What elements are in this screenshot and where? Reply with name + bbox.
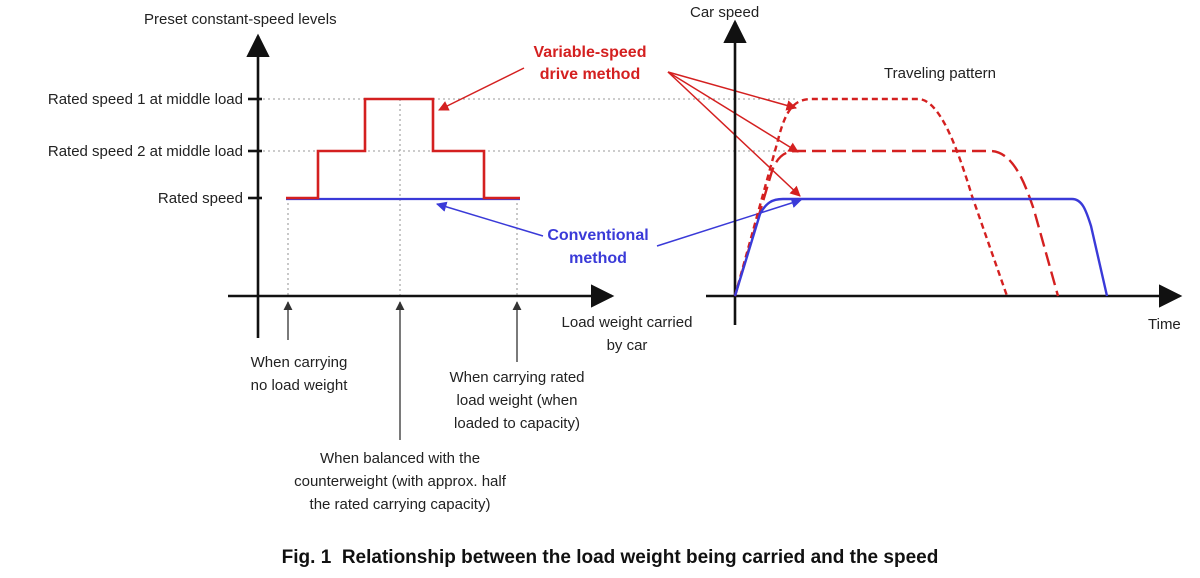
rated-load-label-line-1: When carrying rated xyxy=(449,369,584,386)
balanced-label-line-1: When balanced with the xyxy=(320,450,480,467)
variable-arrow-left-step xyxy=(438,67,525,111)
x-axis-label-line-1: Load weight carried xyxy=(562,314,693,331)
variable-arrow-pattern-1 xyxy=(667,71,798,111)
conventional-label-line-2: method xyxy=(569,250,627,267)
rated-load-label-line-2: load weight (when xyxy=(457,392,578,409)
conventional-arrow-left xyxy=(435,201,544,237)
right-y-axis-label: Car speed xyxy=(690,4,759,21)
variable-speed-step-line xyxy=(286,97,520,200)
traveling-pattern-label: Traveling pattern xyxy=(884,65,996,82)
conventional-label-line-1: Conventional xyxy=(547,227,648,244)
left-diagram: Preset constant-speed levels Rated speed… xyxy=(48,11,795,513)
conventional-arrow-right xyxy=(656,197,803,247)
variable-speed-label-line-2: drive method xyxy=(540,66,640,83)
figure-caption: Fig. 1 Relationship between the load wei… xyxy=(282,547,939,568)
no-load-label-line-1: When carrying xyxy=(251,354,348,371)
level-label-1: Rated speed 1 at middle load xyxy=(48,91,243,108)
pattern-conventional xyxy=(733,197,1109,297)
right-diagram: Car speed Traveling pattern Time xyxy=(690,4,1183,333)
rated-load-label-line-3: loaded to capacity) xyxy=(454,415,580,432)
method-callouts: Variable-speed drive method Conventional… xyxy=(435,44,803,267)
balanced-label-line-3: the rated carrying capacity) xyxy=(310,496,491,513)
x-axis-label-line-2: by car xyxy=(607,337,648,354)
pattern-rated-speed-2 xyxy=(733,149,1060,297)
balanced-label-line-2: counterweight (with approx. half xyxy=(294,473,507,490)
left-y-axis-label: Preset constant-speed levels xyxy=(144,11,337,28)
no-load-label-line-2: no load weight xyxy=(251,377,349,394)
variable-speed-label-line-1: Variable-speed xyxy=(534,44,647,61)
variable-arrow-pattern-2 xyxy=(667,71,799,153)
level-label-2: Rated speed 2 at middle load xyxy=(48,143,243,160)
pattern-rated-speed-1 xyxy=(733,97,1009,297)
level-label-3: Rated speed xyxy=(158,190,243,207)
right-x-axis-label: Time xyxy=(1148,316,1181,333)
